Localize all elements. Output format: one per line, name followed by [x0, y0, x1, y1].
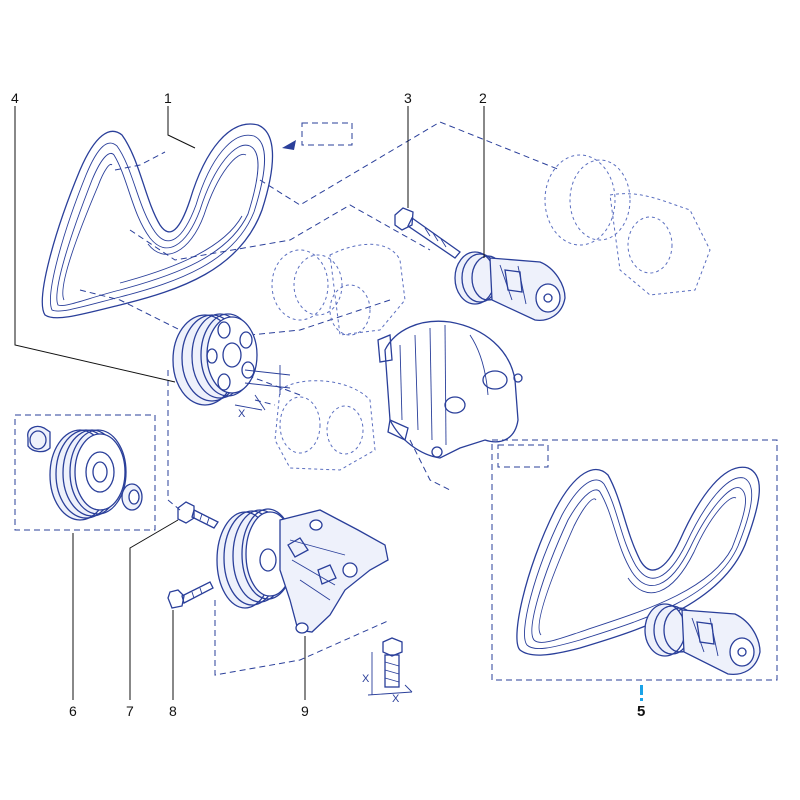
- callout-9: 9: [301, 703, 309, 719]
- kit-5-tensioner: [644, 603, 761, 676]
- idler-pulley-6: [27, 425, 143, 521]
- bolt-dimension-mark-vertical: X: [362, 673, 370, 685]
- pulley-dimension-mark: X: [238, 408, 246, 420]
- pulley-4: [172, 313, 291, 411]
- ghost-engine-parts: [271, 154, 711, 471]
- callout-1: 1: [164, 90, 172, 106]
- callout-7: 7: [126, 703, 134, 719]
- tensioner-2: [454, 251, 566, 321]
- callout-6: 6: [69, 703, 77, 719]
- bolt-7: [177, 501, 219, 529]
- callout-3: 3: [404, 90, 412, 106]
- bolt-3: [394, 207, 461, 259]
- callout-8: 8: [169, 703, 177, 719]
- callout-2: 2: [479, 90, 487, 106]
- callout-5: 5: [637, 703, 645, 720]
- alternator: [377, 320, 523, 459]
- bolt-detail: [367, 637, 413, 696]
- highlight-marker: [640, 685, 643, 701]
- bracket-9: [216, 508, 389, 634]
- callout-numbers: 1 2 3 4 5 6 7 8 9: [11, 90, 645, 720]
- bolt-dimension-mark-horizontal: X: [392, 693, 400, 705]
- leader-lines: [14, 106, 485, 700]
- arrow-pointer-icon: [282, 140, 296, 150]
- belt-1: [41, 123, 274, 319]
- bolt-8: [167, 581, 214, 609]
- guide-lines: [14, 121, 778, 681]
- callout-4: 4: [11, 90, 19, 106]
